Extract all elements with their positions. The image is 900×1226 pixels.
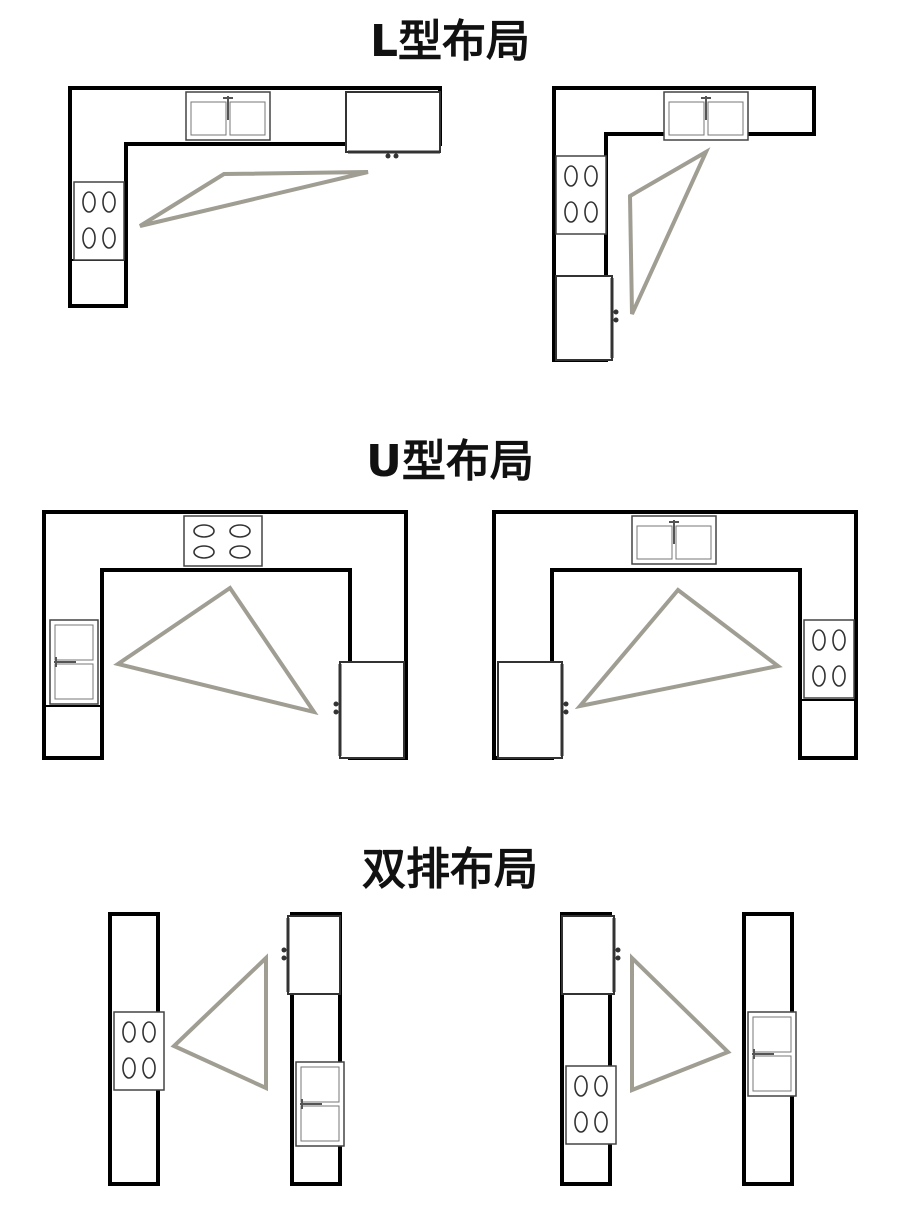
- u-layout-title: U型布局: [366, 436, 534, 487]
- galley-layout-right: [560, 912, 797, 1186]
- stove-icon: [555, 155, 607, 235]
- sink-icon: [185, 91, 271, 141]
- refrigerator-icon: [281, 915, 341, 995]
- refrigerator-icon: [555, 275, 619, 361]
- stove-icon: [565, 1065, 617, 1145]
- work-triangle: [627, 147, 711, 315]
- l-layout-right: [552, 86, 816, 362]
- sink-icon: [631, 515, 717, 565]
- sink-icon: [747, 1011, 797, 1097]
- work-triangle: [574, 587, 783, 710]
- work-triangle: [630, 953, 732, 1093]
- sink-icon: [663, 91, 749, 141]
- u-layout-left: [42, 510, 408, 760]
- work-triangle: [113, 585, 319, 716]
- stove-icon: [803, 619, 855, 699]
- refrigerator-icon: [333, 661, 405, 759]
- l-layout-title: L型布局: [369, 16, 531, 67]
- work-triangle: [138, 170, 369, 228]
- galley-layout-left: [108, 912, 345, 1186]
- sink-icon: [49, 619, 99, 705]
- galley-layout-title: 双排布局: [362, 844, 538, 895]
- sink-icon: [295, 1061, 345, 1147]
- refrigerator-icon: [345, 91, 441, 159]
- stove-icon: [73, 181, 125, 261]
- refrigerator-icon: [497, 661, 569, 759]
- u-layout-right: [492, 510, 858, 760]
- refrigerator-icon: [561, 915, 621, 995]
- stove-icon: [113, 1011, 165, 1091]
- stove-icon: [183, 515, 263, 567]
- work-triangle: [170, 953, 268, 1092]
- l-layout-left: [68, 86, 442, 308]
